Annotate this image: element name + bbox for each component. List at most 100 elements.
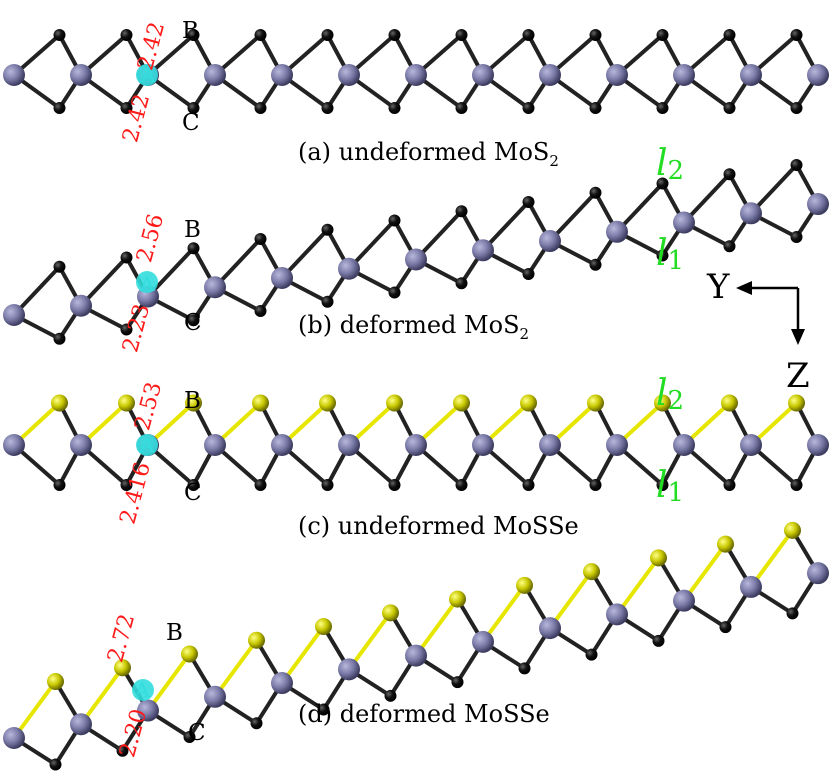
- mo-top-bond: [79, 665, 125, 727]
- mo-atom: [472, 64, 494, 86]
- mo-top-bond: [79, 255, 129, 308]
- mo-atom: [472, 630, 494, 653]
- s-atom: [53, 102, 66, 114]
- atom-c-label: C: [188, 720, 206, 746]
- atom-b-label: B: [182, 18, 199, 44]
- mo-atom: [405, 248, 427, 271]
- s-atom: [183, 731, 196, 744]
- s-atom: [522, 29, 535, 41]
- s-atom: [656, 479, 669, 491]
- s-atom: [120, 479, 133, 491]
- se-atom: [315, 618, 332, 636]
- mo-atom: [271, 672, 293, 695]
- mo-atom: [3, 64, 25, 86]
- mo-atom: [606, 64, 628, 86]
- mo-top-bond: [12, 679, 58, 740]
- mo-atom: [673, 589, 695, 612]
- s-atom: [451, 676, 464, 689]
- mo-top-bond: [615, 181, 665, 234]
- s-atom: [120, 29, 133, 41]
- se-atom: [51, 394, 68, 412]
- s-atom: [455, 29, 468, 41]
- s-atom: [53, 29, 66, 41]
- s-atom: [656, 249, 669, 262]
- atom-b-label: B: [166, 620, 183, 646]
- mo-atom: [740, 575, 762, 598]
- s-atom: [321, 295, 334, 308]
- layer-label-l1: l1: [656, 465, 684, 508]
- layer-label-l2: l2: [656, 143, 684, 186]
- s-atom: [786, 607, 799, 620]
- mo-atom: [807, 64, 829, 86]
- s-atom: [187, 314, 200, 327]
- mo-top-bond: [213, 236, 263, 290]
- se-atom: [449, 590, 466, 608]
- s-atom: [388, 29, 401, 41]
- mo-atom: [539, 64, 561, 86]
- mo-top-bond: [146, 652, 192, 713]
- s-atom: [388, 214, 401, 227]
- mo-top-bond: [347, 610, 393, 672]
- s-atom: [522, 267, 535, 280]
- s-atom: [388, 102, 401, 114]
- atoms-layer: [3, 29, 829, 771]
- mo-atom: [70, 294, 92, 317]
- mo-top-bond: [12, 264, 62, 317]
- se-atom: [118, 394, 135, 412]
- z-axis-label: Z: [786, 356, 810, 396]
- mo-top-bond: [213, 638, 259, 699]
- s-atom: [455, 479, 468, 491]
- panel-c: 2.53 2.416 A B C (c) undeformed MoSSe l2…: [115, 373, 684, 540]
- s-atom: [723, 240, 736, 253]
- s-atom: [790, 231, 803, 244]
- mo-top-bond: [682, 172, 732, 225]
- mo-atom: [740, 202, 762, 225]
- se-atom: [252, 394, 269, 412]
- panel-a: 2.42 2.42 A B C (a) undeformed MoS2: [118, 18, 559, 170]
- s-atom: [254, 102, 267, 114]
- mo-top-bond: [481, 583, 527, 644]
- s-atom: [120, 251, 133, 264]
- mo-atom: [807, 193, 829, 216]
- mo-atom: [70, 434, 92, 456]
- se-atom: [788, 394, 805, 412]
- se-atom: [319, 394, 336, 412]
- s-atom: [589, 186, 602, 199]
- mo-atom: [271, 434, 293, 456]
- mo-top-bond: [414, 597, 460, 658]
- mo-atom: [539, 230, 561, 253]
- s-atom: [719, 621, 732, 634]
- bond-length-upper: 2.53: [130, 379, 167, 433]
- mo-atom: [3, 434, 25, 456]
- y-arrow-head: [736, 281, 752, 295]
- atom-a-label: A: [140, 63, 156, 87]
- mo-atom: [338, 658, 360, 681]
- panel-a-caption: (a) undeformed MoS2: [298, 138, 559, 170]
- mo-atom: [204, 276, 226, 299]
- mo-atom: [405, 434, 427, 456]
- bond-length-upper: 2.56: [132, 211, 169, 265]
- se-atom: [114, 659, 131, 677]
- s-atom: [455, 205, 468, 218]
- s-atom: [187, 29, 200, 41]
- mo-atom: [606, 434, 628, 456]
- s-atom: [388, 286, 401, 299]
- s-atom: [254, 479, 267, 491]
- mo-top-bond: [280, 624, 326, 686]
- s-atom: [384, 689, 397, 702]
- mo-atom: [204, 64, 226, 86]
- mo-atom: [271, 64, 293, 86]
- mo-atom: [338, 434, 360, 456]
- y-axis-label: Y: [706, 267, 730, 307]
- s-atom: [187, 479, 200, 491]
- se-atom: [382, 604, 399, 622]
- mo-atom: [3, 727, 25, 749]
- atom-a-label: A: [139, 433, 155, 457]
- mo-top-bond: [548, 190, 598, 244]
- s-atom: [455, 102, 468, 114]
- s-atom: [254, 232, 267, 245]
- se-atom: [47, 672, 64, 690]
- s-atom: [250, 717, 263, 730]
- mo-atom: [137, 699, 159, 722]
- s-atom: [522, 102, 535, 114]
